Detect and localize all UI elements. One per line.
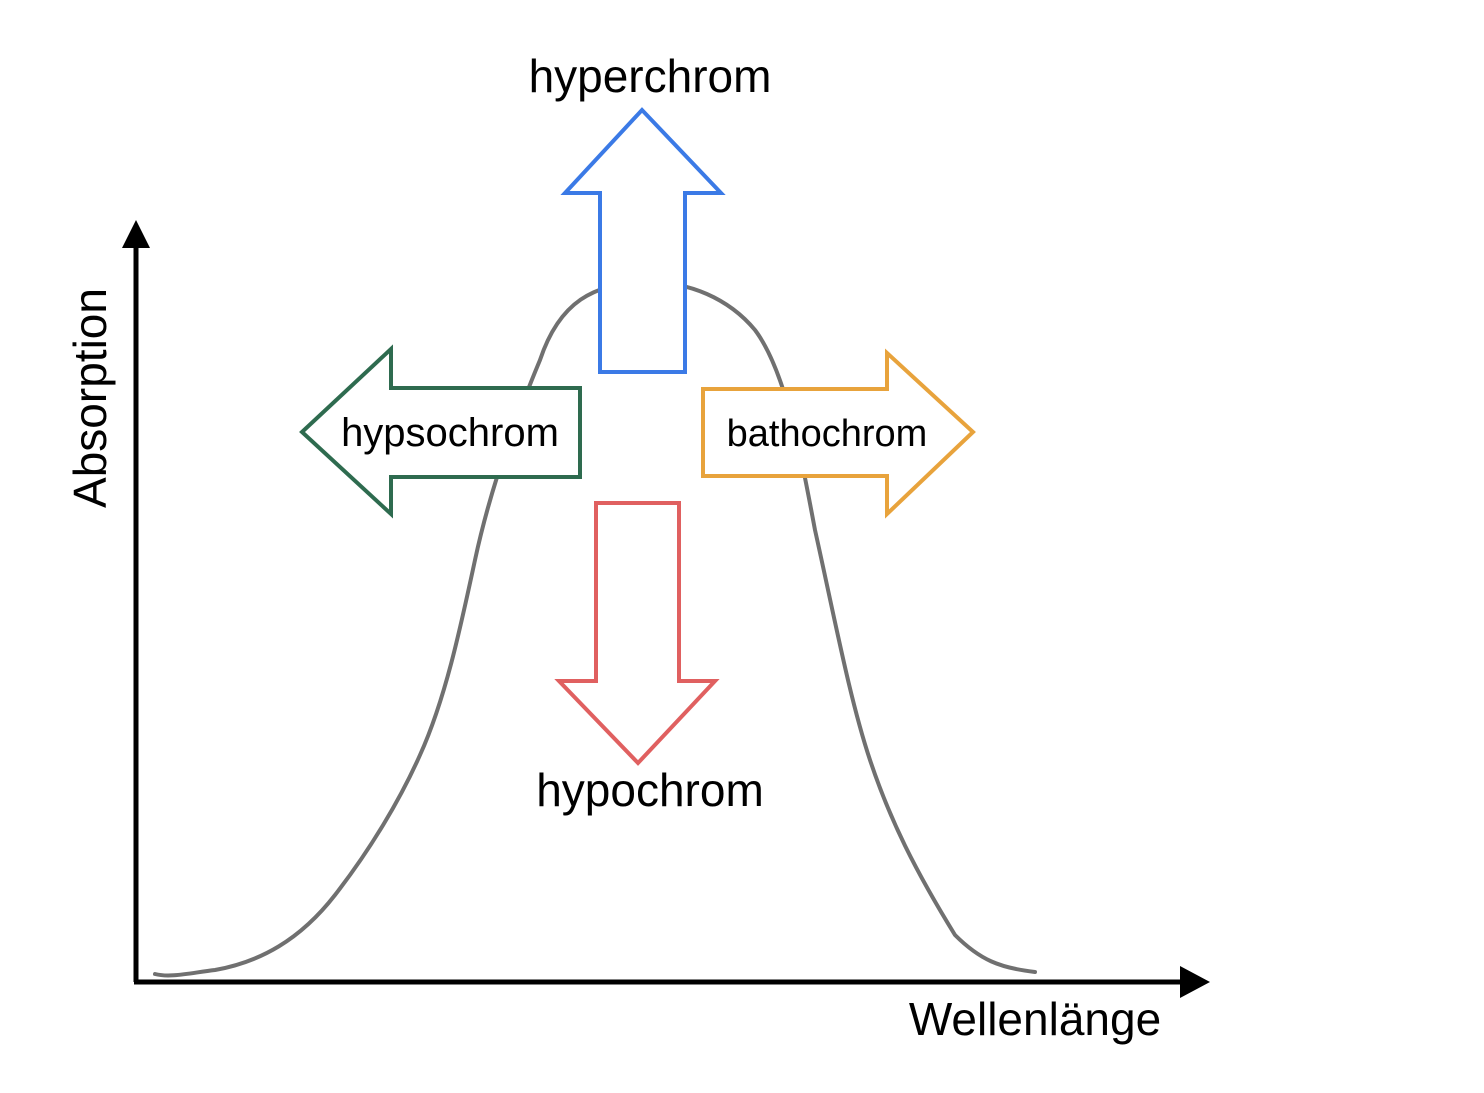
y-axis-label: Absorption bbox=[64, 288, 116, 508]
hypsochrom-label: hypsochrom bbox=[341, 411, 559, 455]
hypochrom-label: hypochrom bbox=[536, 764, 764, 816]
hypsochrom-arrow bbox=[299, 344, 582, 519]
x-axis-arrowhead bbox=[1180, 966, 1210, 998]
bathochrom-label: bathochrom bbox=[727, 413, 928, 455]
bathochrom-arrow bbox=[701, 348, 976, 519]
absorption-curve bbox=[153, 279, 1037, 978]
hyperchrom-label: hyperchrom bbox=[529, 50, 772, 102]
y-axis-arrowhead bbox=[122, 220, 150, 248]
x-axis-label: Wellenlänge bbox=[909, 993, 1161, 1045]
hyperchrom-arrow bbox=[560, 107, 726, 374]
hypochrom-arrow bbox=[554, 501, 720, 766]
axes bbox=[122, 220, 1210, 998]
